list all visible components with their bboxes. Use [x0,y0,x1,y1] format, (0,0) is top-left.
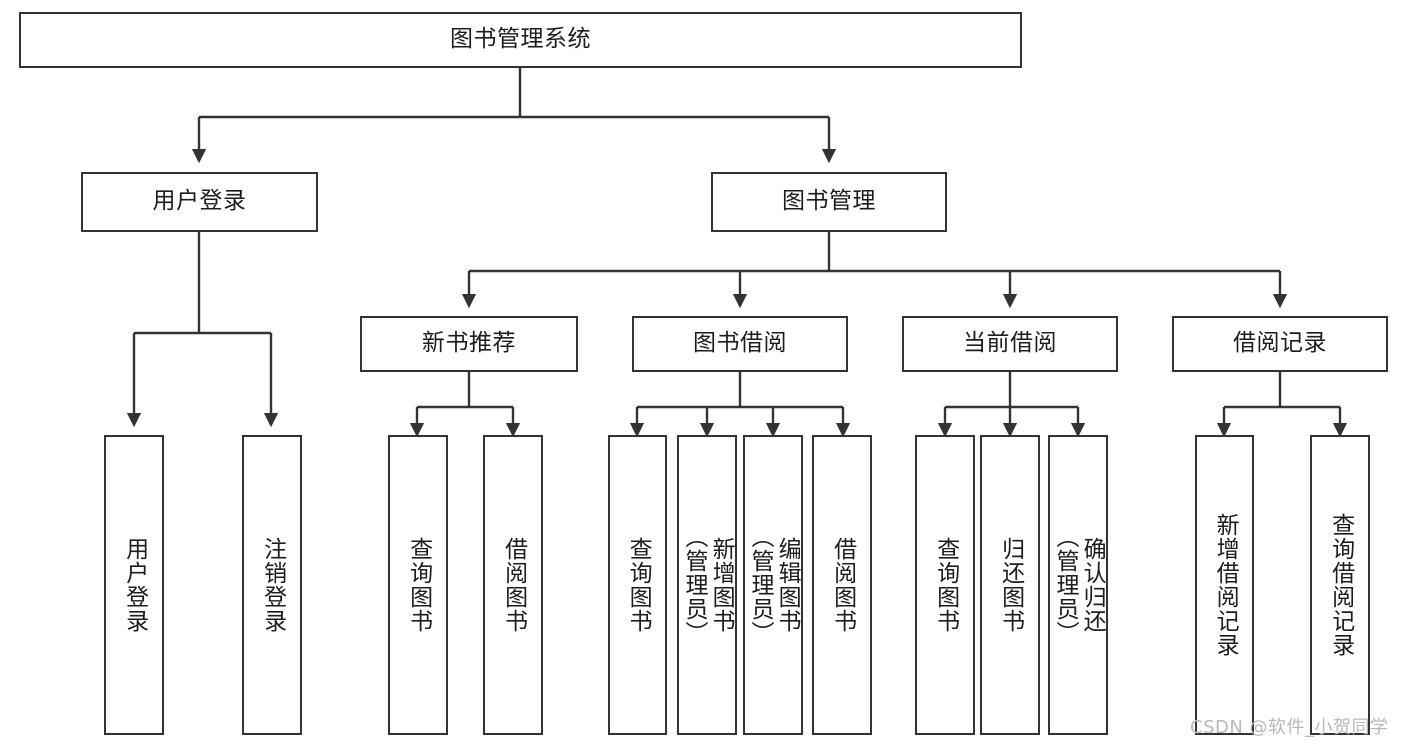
node-label: 用户登录 [152,188,247,215]
node-label: 查询图书 [625,537,652,633]
leaf-user-login-logout[interactable]: 注销登录 [242,435,302,735]
node-label: 归还图书 [997,537,1024,633]
leaf-borrow-add-book-admin[interactable]: 新增图书 （管理员） [677,435,737,735]
node-label: 借阅图书 [500,537,527,633]
node-label: 确认归还 （管理员） [1052,525,1106,645]
node-label: 查询图书 [405,537,432,633]
node-label: 注销登录 [259,537,286,633]
node-current-borrow[interactable]: 当前借阅 [902,316,1118,372]
leaf-borrow-edit-book-admin[interactable]: 编辑图书 （管理员） [743,435,803,735]
leaf-user-login-login[interactable]: 用户登录 [104,435,164,735]
leaf-borrow-query-book[interactable]: 查询图书 [608,435,667,735]
leaf-new-book-borrow[interactable]: 借阅图书 [483,435,543,735]
node-label: 新增图书 （管理员） [681,525,735,645]
node-label: 查询图书 [932,537,959,633]
node-label: 图书管理 [782,188,876,215]
leaf-new-book-query[interactable]: 查询图书 [388,435,448,735]
node-borrow-record[interactable]: 借阅记录 [1172,316,1388,372]
node-label: 借阅图书 [829,537,856,633]
leaf-current-query-book[interactable]: 查询图书 [915,435,975,735]
node-label: 图书管理系统 [450,26,591,53]
leaf-current-return-book[interactable]: 归还图书 [980,435,1040,735]
node-label: 查询借阅记录 [1327,513,1354,657]
node-label: 当前借阅 [963,330,1057,357]
node-book-borrow[interactable]: 图书借阅 [632,316,848,372]
node-new-book-recommend[interactable]: 新书推荐 [360,316,578,372]
leaf-record-add-record[interactable]: 新增借阅记录 [1195,435,1254,735]
leaf-record-query-record[interactable]: 查询借阅记录 [1310,435,1370,735]
node-root-book-management-system[interactable]: 图书管理系统 [19,12,1022,68]
node-label: 新增借阅记录 [1212,513,1239,657]
leaf-current-confirm-return-admin[interactable]: 确认归还 （管理员） [1048,435,1108,735]
node-label: 借阅记录 [1233,330,1327,357]
node-label: 新书推荐 [422,330,516,357]
leaf-borrow-borrow-book[interactable]: 借阅图书 [812,435,872,735]
node-user-login[interactable]: 用户登录 [81,172,318,232]
node-label: 用户登录 [121,537,148,633]
csdn-watermark: CSDN @软件_小贺同学 [1190,717,1389,738]
node-book-management[interactable]: 图书管理 [711,172,947,232]
node-label: 编辑图书 （管理员） [747,525,801,645]
node-label: 图书借阅 [693,330,787,357]
